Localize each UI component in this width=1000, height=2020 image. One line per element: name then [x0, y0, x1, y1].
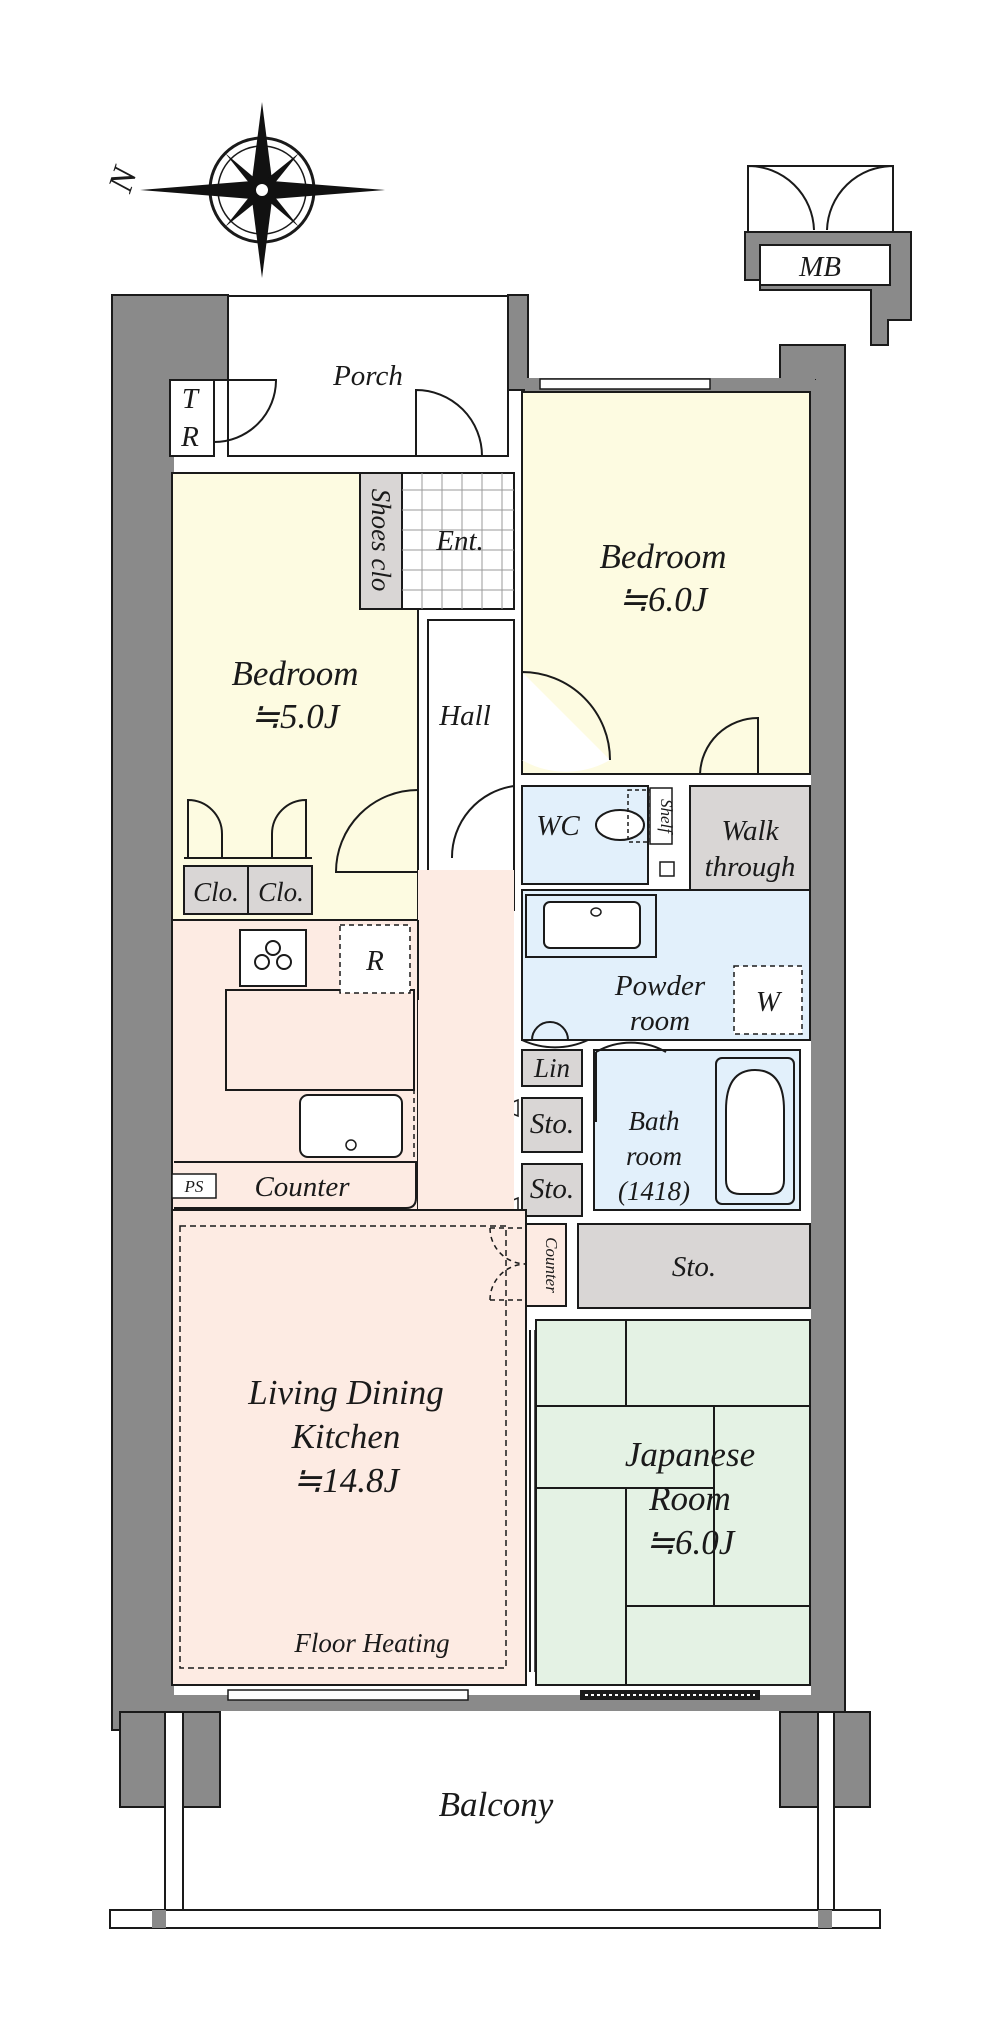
japanese-room-size: ≒6.0J	[646, 1523, 736, 1562]
bath-line-2: room	[626, 1141, 682, 1171]
bedroom-right-door[interactable]	[521, 671, 611, 772]
porch-door[interactable]	[415, 388, 483, 457]
hall	[427, 619, 515, 911]
shoes-closet-label: Shoes clo	[366, 489, 396, 592]
entrance	[401, 472, 515, 610]
trunk-room-label-r: R	[180, 421, 199, 453]
compass-rose-icon	[140, 102, 385, 278]
shelf	[649, 787, 673, 845]
side-counter-label: Counter	[542, 1237, 561, 1293]
japanese-room	[535, 1319, 811, 1686]
floor-heating-zone	[179, 1225, 507, 1669]
entrance-label: Ent.	[435, 525, 484, 557]
wtc-line-1: Walk	[722, 815, 780, 847]
storage-1	[521, 1097, 583, 1153]
closet-doors[interactable]	[184, 798, 312, 859]
balcony	[109, 1711, 881, 1929]
living-dining-kitchen	[171, 1209, 527, 1686]
powder-room-line-2: room	[630, 1005, 690, 1037]
storage-3	[577, 1223, 811, 1309]
wtc-line-2: through	[705, 851, 796, 883]
wc-label: WC	[536, 810, 580, 842]
storage-2-label: Sto.	[530, 1173, 574, 1205]
stove-icon	[239, 929, 307, 987]
ldk-name-1: Living Dining	[247, 1373, 443, 1412]
floor-heating-label: Floor Heating	[293, 1628, 449, 1658]
japanese-room-name-2: Room	[648, 1479, 731, 1518]
corridor-floor	[418, 870, 514, 1210]
pipe-space-label: PS	[184, 1177, 204, 1196]
shoes-closet	[359, 472, 403, 610]
trunk-room	[169, 379, 215, 457]
storage-1-label: Sto.	[530, 1108, 574, 1140]
powder-room-door[interactable]	[521, 962, 589, 1049]
bedroom-left-size: ≒5.0J	[251, 697, 341, 736]
balcony-label: Balcony	[439, 1785, 554, 1824]
bedroom-right-size: ≒6.0J	[619, 580, 709, 619]
porch	[227, 295, 509, 457]
washer-space	[733, 965, 803, 1035]
sink-icon	[299, 1094, 403, 1158]
closet-b	[247, 865, 313, 915]
window-bedroom-right	[539, 378, 711, 390]
toilet-icon	[595, 789, 651, 843]
bathtub-icon	[715, 1057, 795, 1205]
hall-label: Hall	[438, 700, 491, 732]
storage-2	[521, 1163, 583, 1217]
refrigerator-space	[339, 924, 411, 994]
closet-b-label: Clo.	[258, 877, 304, 907]
shelf-label: Shelf	[657, 799, 676, 835]
trunk-room-label-t: T	[182, 383, 200, 415]
kitchen-counter-label: Counter	[254, 1171, 350, 1203]
pipe-space	[171, 1173, 217, 1199]
closet-a	[183, 865, 249, 915]
ldk-size: ≒14.8J	[293, 1461, 401, 1500]
washer-label: W	[756, 986, 783, 1018]
meter-box	[744, 164, 912, 346]
bedroom-right	[521, 391, 811, 775]
japanese-room-sliding-doors[interactable]	[529, 1330, 536, 1672]
japanese-room-name-1: Japanese	[625, 1435, 755, 1474]
closet-a-label: Clo.	[193, 877, 239, 907]
tr-door[interactable]	[213, 379, 278, 443]
bath-line-3: (1418)	[618, 1176, 690, 1206]
window-japanese-room	[580, 1690, 760, 1700]
side-counter-door[interactable]	[489, 1227, 527, 1301]
powder-room-line-1: Powder	[614, 970, 706, 1002]
linen-closet	[521, 1049, 583, 1087]
bedroom-left-door[interactable]	[334, 789, 419, 873]
bath-line-1: Bath	[629, 1106, 680, 1136]
window-ldk	[227, 1689, 469, 1701]
porch-label: Porch	[332, 360, 403, 392]
kitchen-counter	[225, 989, 415, 1091]
walk-through-door[interactable]	[699, 716, 759, 775]
burner-icon	[254, 940, 292, 970]
vent	[659, 861, 675, 877]
wc-door[interactable]	[450, 785, 515, 859]
ldk-name-2: Kitchen	[291, 1417, 401, 1456]
exterior-walls	[111, 294, 871, 1808]
bath-door[interactable]	[595, 1041, 667, 1122]
bedroom-right-name: Bedroom	[599, 537, 726, 576]
linen-label: Lin	[533, 1053, 570, 1083]
bedroom-left-name: Bedroom	[231, 654, 358, 693]
refrigerator-label: R	[365, 945, 384, 977]
side-counter	[525, 1223, 567, 1307]
storage-3-label: Sto.	[672, 1251, 716, 1283]
meter-box-label: MB	[798, 251, 841, 283]
